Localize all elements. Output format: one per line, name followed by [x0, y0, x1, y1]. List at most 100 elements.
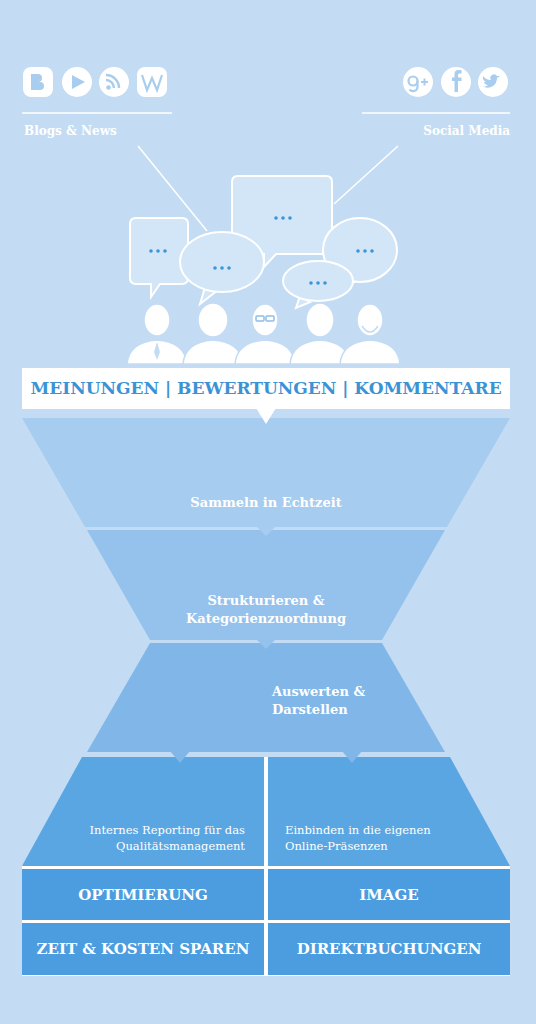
blog-news-icons — [23, 67, 167, 97]
category-timeline — [322, 552, 338, 566]
people-details — [256, 316, 264, 321]
presenter-icon — [179, 666, 189, 676]
reporting-icon — [94, 777, 140, 813]
speech-bubbles — [130, 176, 397, 308]
funnel-stage-shape — [22, 418, 510, 527]
people — [357, 304, 383, 336]
category-timeline — [192, 552, 208, 566]
outcome-panel-fill — [268, 757, 510, 866]
presenter-icon — [179, 662, 244, 724]
people-base — [128, 358, 400, 364]
flow-pointer — [256, 639, 276, 649]
bubble-dots — [356, 249, 360, 253]
panel-text: Einbinden in die eigenen Online-Präsenze… — [285, 823, 463, 854]
benefit-text: IMAGE — [274, 886, 504, 904]
category-timeline — [292, 552, 308, 566]
benefit-box: IMAGE — [268, 869, 510, 920]
people — [340, 340, 400, 364]
social-media-icons — [403, 67, 433, 97]
speech-bubbles — [200, 284, 218, 304]
benefit-text: ZEIT & KOSTEN SPAREN — [28, 940, 258, 958]
blog-news-icons — [72, 75, 85, 89]
collected-bubbles — [340, 445, 356, 459]
category-timeline — [226, 552, 242, 566]
people-details — [154, 316, 378, 360]
headline-banner-fill — [22, 368, 510, 409]
social-media-icons — [403, 67, 508, 97]
source-leader-lines — [138, 146, 207, 231]
bubble-dots — [323, 281, 327, 285]
flow-pointer — [256, 408, 276, 424]
embed-icon — [387, 808, 401, 820]
bubble-dots — [288, 216, 292, 220]
collected-bubbles — [190, 433, 207, 448]
benefit-box-fill — [22, 923, 264, 975]
people — [252, 304, 278, 336]
category-timeline — [170, 571, 368, 578]
presenter-icon — [180, 700, 184, 720]
people — [198, 303, 228, 337]
source-leader-lines — [22, 112, 172, 114]
stage-text: Sammeln in Echtzeit — [116, 495, 416, 512]
flow-pointer — [170, 751, 190, 763]
flow-pointer — [256, 526, 276, 536]
bubble-dots — [274, 216, 278, 220]
benefit-box-fill — [22, 869, 264, 920]
people — [235, 340, 295, 364]
speech-bubbles — [296, 296, 310, 308]
bubble-dots — [213, 266, 217, 270]
benefit-box: OPTIMIERUNG — [22, 869, 264, 920]
bubble-dots — [227, 266, 231, 270]
bubble-dots — [309, 281, 313, 285]
collected-bubbles — [325, 461, 342, 476]
bubble-dots — [156, 249, 160, 253]
collected-bubbles — [178, 463, 194, 477]
bubble-dots — [363, 249, 367, 253]
category-timeline — [162, 552, 178, 566]
blog-news-icons — [23, 67, 53, 97]
presenter-icon — [208, 694, 236, 724]
presenter-icon — [200, 662, 244, 694]
funnel-stage-fill — [87, 643, 445, 752]
people — [290, 340, 350, 364]
reporting-icon — [98, 808, 112, 820]
funnel-stage-fill — [87, 530, 445, 640]
stage-text: Auswerten & Darstellen — [272, 683, 400, 719]
people-details — [154, 342, 160, 360]
speech-bubbles — [283, 261, 353, 301]
social-media-icons — [478, 67, 508, 97]
people — [127, 340, 187, 364]
headline-banner: MEINUNGEN | BEWERTUNGEN | KOMMENTARE — [22, 368, 510, 409]
embed-icon — [380, 777, 430, 820]
blog-news-icons — [106, 85, 111, 90]
category-timeline — [162, 552, 374, 578]
collected-bubbles — [205, 452, 224, 469]
social-media-icons — [482, 74, 500, 88]
benefit-box: ZEIT & KOSTEN SPAREN — [22, 923, 264, 975]
presenter-icon — [179, 679, 189, 701]
benefit-box-fill — [268, 923, 510, 975]
label-anchor: Social Media — [340, 124, 510, 140]
blog-news-icons — [99, 67, 129, 97]
bubble-dots — [370, 249, 374, 253]
funnel-stage: Strukturieren & Kategorienzuordnung — [87, 530, 445, 640]
panel-divider — [264, 757, 268, 867]
blog-news-icons — [31, 74, 44, 90]
benefit-text: DIREKTBUCHUNGEN — [274, 940, 504, 958]
collected-bubbles — [170, 430, 356, 477]
banner-text: MEINUNGEN | BEWERTUNGEN | KOMMENTARE — [30, 378, 502, 398]
source-leader-lines — [22, 113, 510, 231]
collected-bubbles — [228, 432, 244, 446]
speech-bubbles — [344, 274, 358, 288]
blog-news-icons — [62, 67, 92, 97]
presenter-icon — [207, 668, 221, 680]
speech-bubbles — [130, 218, 188, 297]
social-media-icons — [409, 77, 418, 86]
speech-bubbles — [323, 218, 397, 282]
label-anchor: Blogs & News — [24, 124, 194, 140]
source-leader-lines — [362, 112, 510, 114]
outcome-panel: Internes Reporting für das Qualitätsmana… — [22, 757, 264, 866]
presenter-icon — [222, 676, 236, 688]
